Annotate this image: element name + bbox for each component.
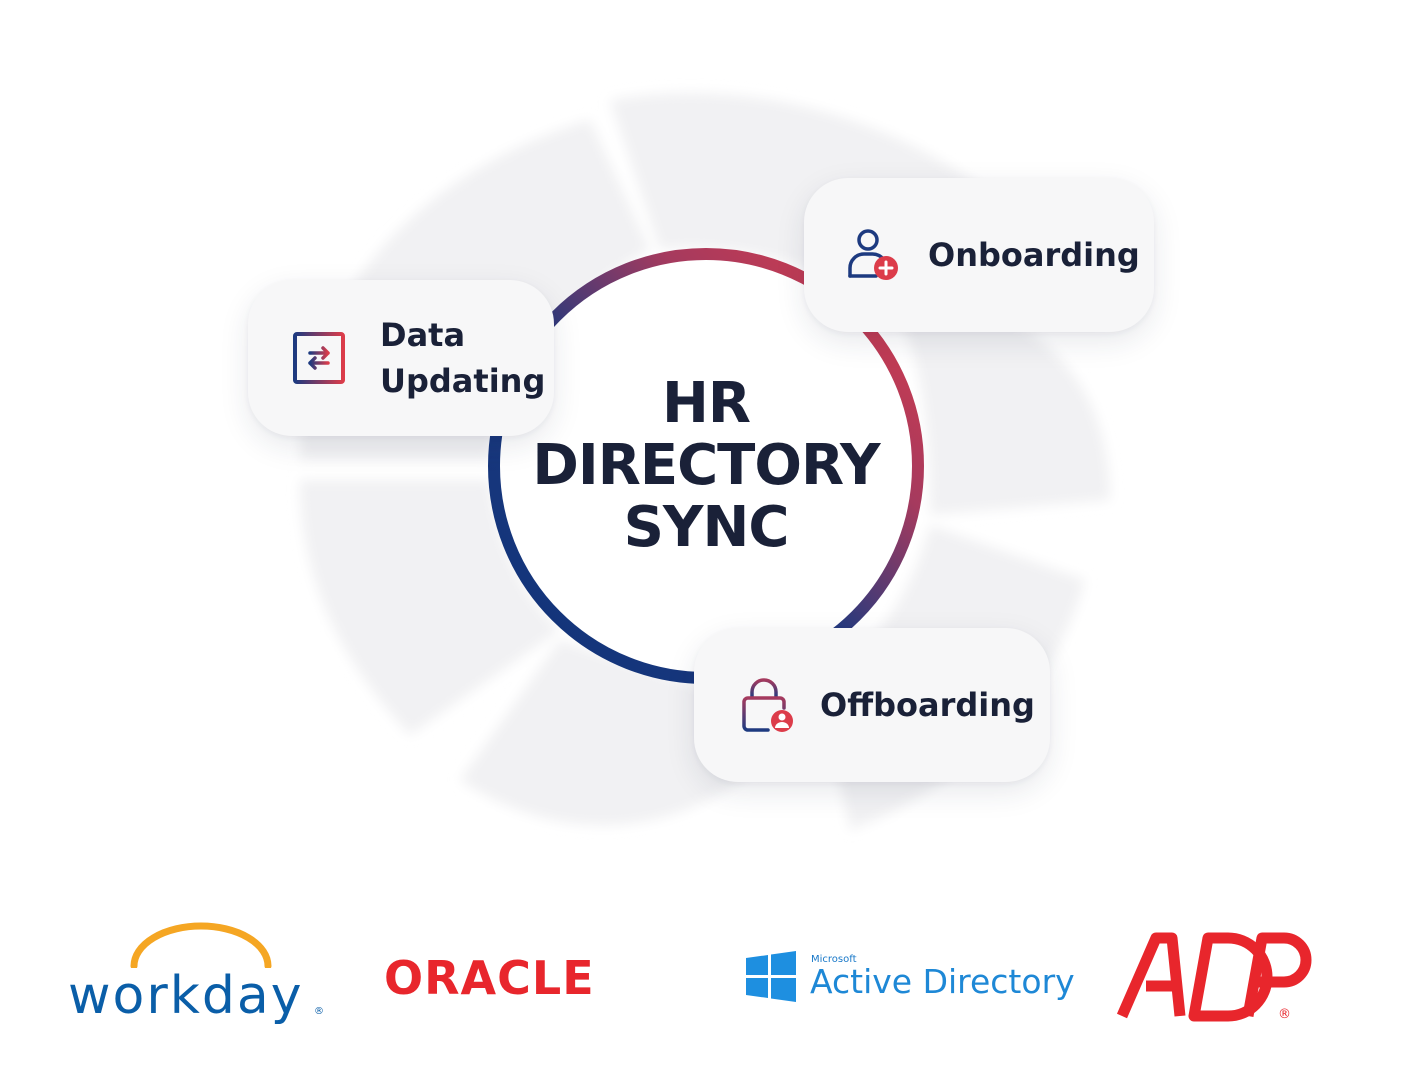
- card-data-updating[interactable]: Data Updating: [248, 280, 554, 436]
- wheel-segment: [460, 640, 800, 826]
- workday-wordmark: workday: [68, 966, 304, 1026]
- registered-mark: ®: [1278, 1007, 1291, 1022]
- card-label: Onboarding: [928, 236, 1140, 274]
- windows-icon: [746, 951, 796, 1002]
- card-label-line: Data: [380, 316, 466, 354]
- card-label: Data Updating: [380, 312, 546, 404]
- title-line: SYNC: [623, 495, 790, 560]
- card-onboarding[interactable]: Onboarding: [804, 178, 1154, 332]
- workday-arc-icon: [130, 922, 272, 968]
- oracle-wordmark: ORACLE: [384, 951, 595, 1005]
- active-directory-wordmark: Active Directory: [810, 962, 1075, 1001]
- title-line: HR: [662, 371, 751, 436]
- user-add-icon: [848, 229, 898, 280]
- card-label-line: Updating: [380, 362, 546, 400]
- lock-user-icon: [742, 678, 793, 732]
- workday-logo: workday ®: [68, 922, 330, 1032]
- wheel-segment: [900, 300, 1110, 515]
- diagram-title: HR DIRECTORY SYNC: [484, 244, 928, 688]
- sync-arrows-icon: [293, 332, 345, 384]
- card-offboarding[interactable]: Offboarding: [694, 628, 1050, 782]
- adp-logo: ®: [1116, 932, 1312, 1022]
- title-line: DIRECTORY: [532, 433, 880, 498]
- card-label: Offboarding: [820, 686, 1035, 724]
- microsoft-label: Microsoft: [811, 954, 857, 965]
- oracle-logo: ORACLE: [384, 950, 666, 1006]
- active-directory-logo: Microsoft Active Directory: [744, 950, 1075, 1010]
- registered-mark: ®: [314, 1006, 324, 1017]
- wheel-segment: [300, 480, 560, 735]
